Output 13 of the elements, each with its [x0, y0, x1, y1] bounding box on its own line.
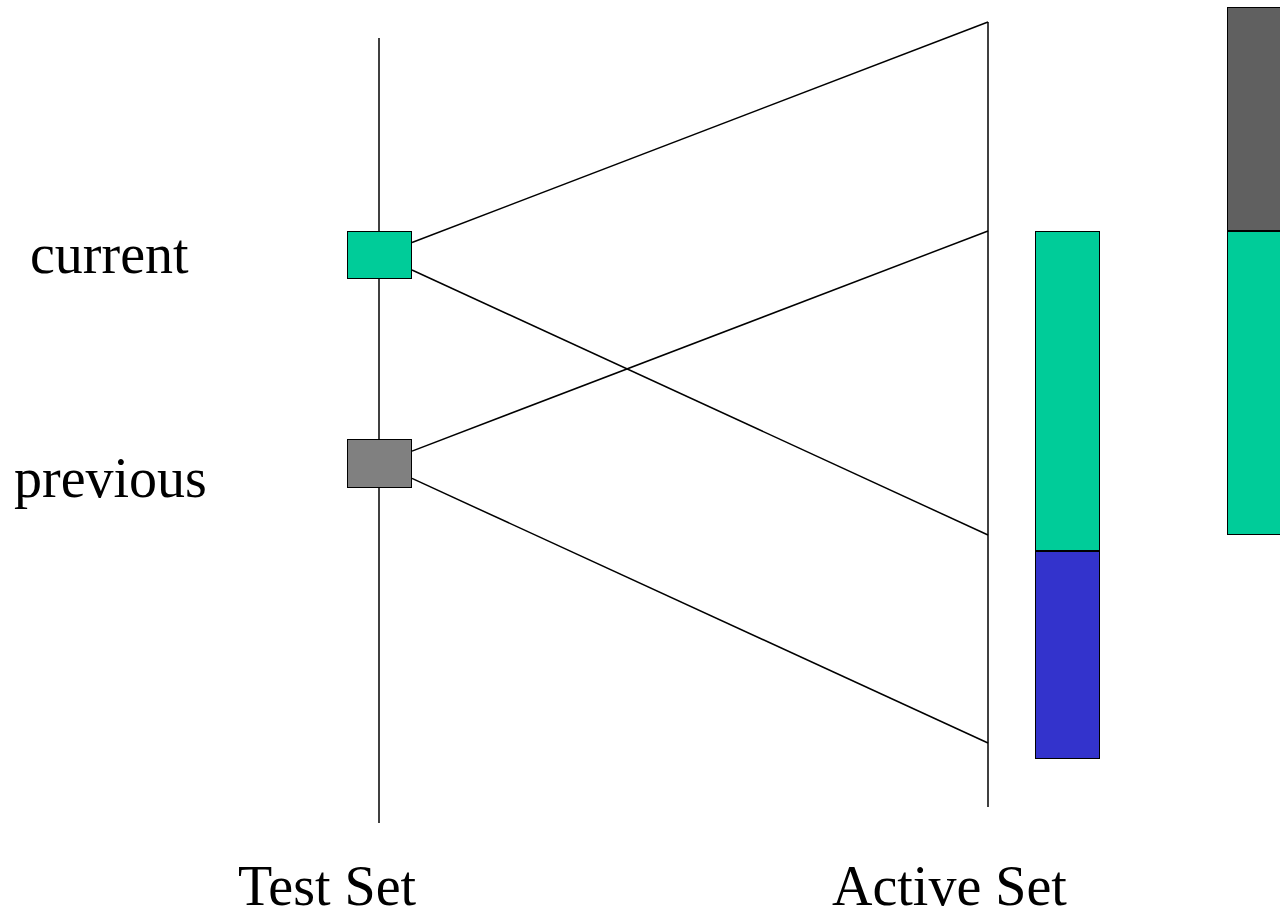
filled-rectangle	[1227, 231, 1280, 535]
row-label: current	[30, 226, 189, 282]
connector-line	[411, 477, 989, 744]
filled-rectangle	[347, 439, 412, 488]
connector-line	[411, 21, 989, 244]
connector-line	[411, 230, 989, 452]
connector-line	[411, 269, 989, 536]
filled-rectangle	[1227, 7, 1280, 231]
axis-title: Test Set	[238, 858, 417, 914]
axis-title: Active Set	[832, 858, 1067, 914]
filled-rectangle	[347, 231, 412, 279]
filled-rectangle	[1035, 551, 1100, 759]
filled-rectangle	[1035, 231, 1100, 551]
